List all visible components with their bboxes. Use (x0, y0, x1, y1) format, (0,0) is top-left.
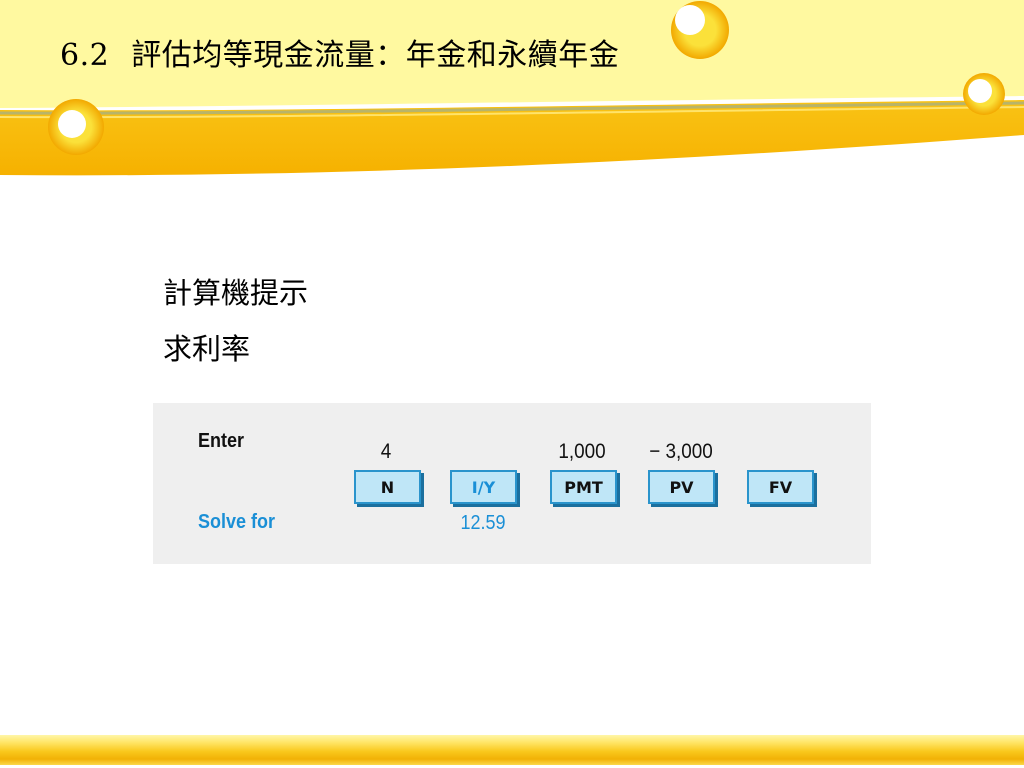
section-number: 6.2 (60, 38, 110, 73)
pv-input-value: − 3,000 (649, 440, 713, 463)
slide-title: 6.2 評估均等現金流量：年金和永續年金 (60, 30, 619, 74)
fv-key[interactable]: FV (747, 470, 814, 504)
header-decoration (0, 0, 1024, 176)
calculator-tip-heading: 計算機提示 (163, 276, 309, 310)
calculator-keys-panel: Enter Solve for 4 N I/Y 12.59 1,000 PMT … (153, 403, 871, 564)
bubble-top (671, 1, 729, 59)
enter-row-label: Enter (198, 430, 245, 452)
n-input-value: 4 (380, 440, 392, 463)
iy-solved-value: 12.59 (460, 512, 506, 534)
n-key[interactable]: N (354, 470, 421, 504)
bubble-right (963, 73, 1005, 115)
pv-key[interactable]: PV (648, 470, 715, 504)
footer-divider (0, 765, 1024, 768)
find-rate-heading: 求利率 (163, 332, 251, 366)
solve-for-row-label: Solve for (198, 511, 276, 533)
section-title: 評估均等現金流量：年金和永續年金 (131, 38, 620, 73)
bubble-left (48, 99, 104, 155)
pmt-input-value: 1,000 (558, 440, 606, 463)
pmt-key[interactable]: PMT (550, 470, 617, 504)
footer-band (0, 735, 1024, 765)
iy-key[interactable]: I/Y (450, 470, 517, 504)
